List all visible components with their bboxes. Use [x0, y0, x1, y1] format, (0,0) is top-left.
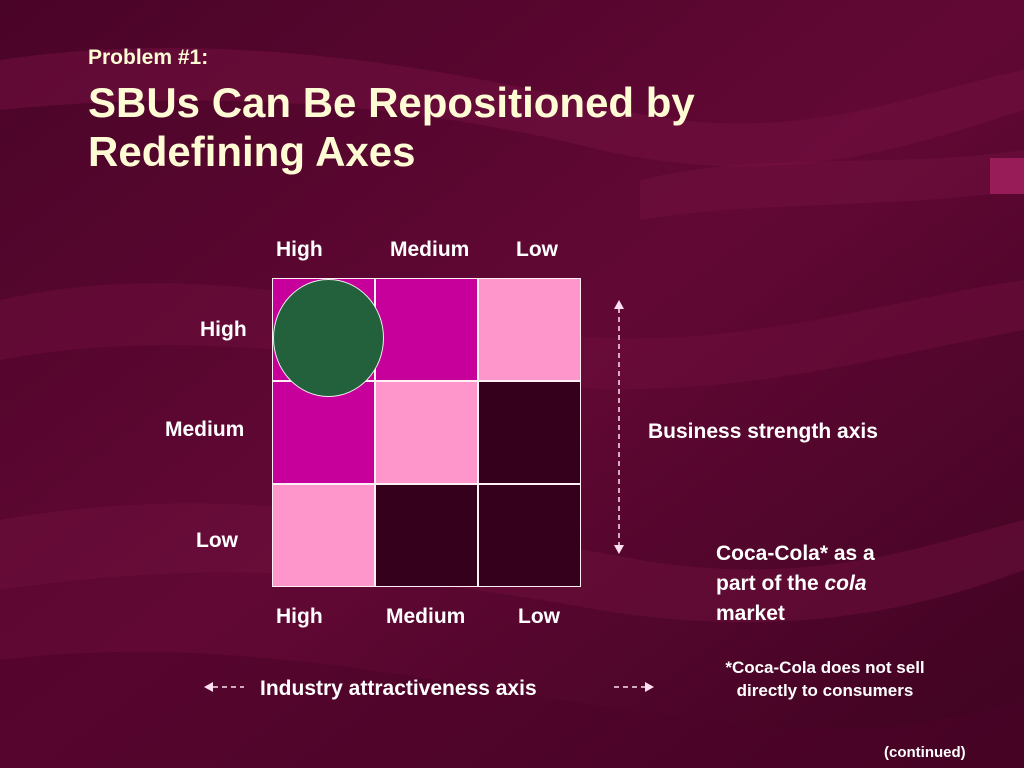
matrix-cell [375, 484, 478, 587]
x-axis-label: Industry attractiveness axis [260, 677, 537, 700]
top-label-medium: Medium [390, 238, 470, 261]
slide-kicker: Problem #1: [88, 46, 209, 69]
continued-note: (continued) [884, 744, 966, 761]
example-line-2: part of the cola [716, 569, 946, 599]
top-label-high: High [276, 238, 323, 261]
bottom-label-low: Low [518, 605, 560, 628]
footnote-line-2: directly to consumers [736, 681, 914, 700]
example-line-3: market [716, 602, 785, 625]
matrix-cell [478, 381, 581, 484]
y-axis-label: Business strength axis [648, 420, 878, 443]
business-strength-arrow-icon [614, 300, 624, 554]
example-caption: Coca-Cola* as a part of the cola market [716, 539, 946, 629]
matrix-cell [272, 381, 375, 484]
bottom-label-medium: Medium [386, 605, 466, 628]
top-label-low: Low [516, 238, 558, 261]
matrix-cell [478, 278, 581, 381]
example-line-1: Coca-Cola* as a [716, 542, 875, 565]
slide-title: SBUs Can Be Repositioned by Redefining A… [88, 79, 695, 175]
example-line-2-prefix: part of the [716, 572, 825, 595]
matrix-cell [375, 278, 478, 381]
footnote-line-1: *Coca-Cola does not sell [725, 658, 925, 677]
matrix-cell [478, 484, 581, 587]
bottom-label-high: High [276, 605, 323, 628]
matrix-cell [272, 484, 375, 587]
right-arrow-icon [614, 682, 654, 692]
footnote: *Coca-Cola does not sell directly to con… [700, 656, 950, 702]
row-label-medium: Medium [165, 418, 245, 441]
sbu-circle [273, 279, 384, 397]
left-arrow-icon [204, 682, 244, 692]
row-label-low: Low [196, 529, 238, 552]
example-line-2-italic: cola [824, 572, 867, 595]
row-label-high: High [200, 318, 247, 341]
matrix-cell [375, 381, 478, 484]
